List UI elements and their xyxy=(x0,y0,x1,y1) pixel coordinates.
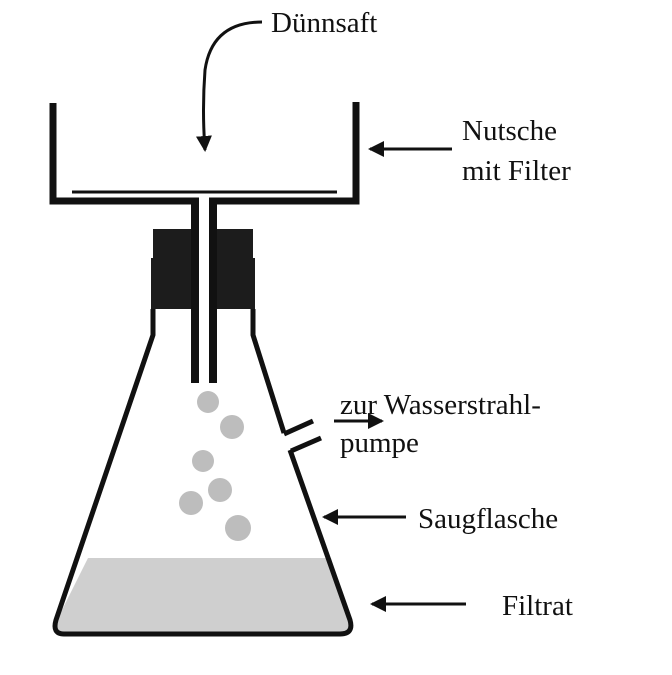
label-duennsaft: Dünnsaft xyxy=(271,7,377,39)
label-nutsche: Nutsche xyxy=(462,115,557,147)
side-arm xyxy=(282,418,322,454)
suction-flask xyxy=(52,309,354,637)
bubbles xyxy=(179,391,251,541)
filtrate-liquid xyxy=(54,558,351,634)
label-wasserstrahl: zur Wasserstrahl- xyxy=(340,389,541,421)
label-saugflasche: Saugflasche xyxy=(418,503,558,535)
label-filtrat: Filtrat xyxy=(502,590,573,622)
label-pumpe: pumpe xyxy=(340,427,419,459)
label-mit-filter: mit Filter xyxy=(462,155,571,187)
duennsaft-arrow xyxy=(195,20,263,152)
